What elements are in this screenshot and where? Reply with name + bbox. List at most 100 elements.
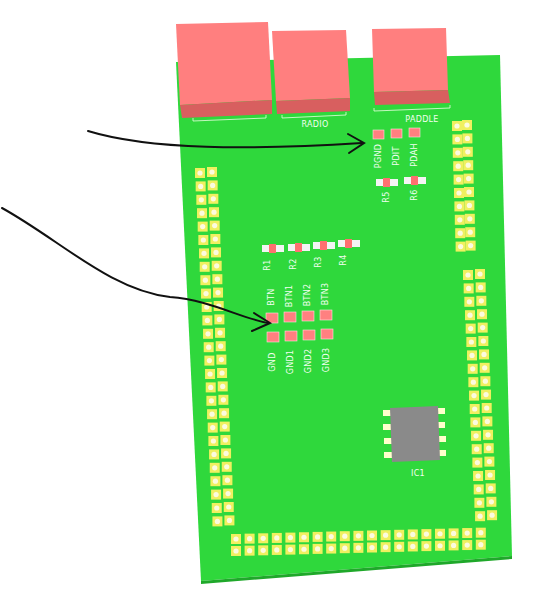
pin-hole (208, 385, 213, 390)
pin-hole (397, 544, 402, 549)
header-pin (452, 134, 462, 144)
header-pin (218, 395, 228, 405)
pin-hole (476, 487, 481, 492)
pin-hole (205, 331, 210, 336)
pin-hole (469, 339, 474, 344)
header-pin (210, 221, 220, 231)
pin-hole (210, 183, 215, 188)
silkscreen-outline (282, 112, 346, 118)
header-pin (210, 234, 220, 244)
header-pin (200, 262, 210, 272)
header-pin (479, 349, 489, 359)
header-pin (381, 530, 391, 540)
pin-hole (468, 243, 473, 248)
pin-hole (397, 532, 402, 537)
header-pin (476, 528, 486, 538)
pin-hole (424, 544, 429, 549)
header-pin (470, 404, 480, 414)
pin-hole (451, 531, 456, 536)
header-pin (394, 530, 404, 540)
pin-hole (198, 184, 203, 189)
pin-hole (469, 353, 474, 358)
pin-hole (301, 547, 306, 552)
header-pin (215, 328, 225, 338)
pin-hole (201, 251, 206, 256)
pin-hole (470, 366, 475, 371)
header-pin (476, 282, 486, 292)
header-pin (258, 545, 268, 555)
pin-hole (458, 244, 463, 249)
pin-hole (247, 548, 252, 553)
pin-hole (342, 546, 347, 551)
resistor-symbol (262, 176, 426, 253)
header-pin (212, 274, 222, 284)
pin-hole (466, 286, 471, 291)
header-pin (285, 545, 295, 555)
pin-hole (482, 365, 487, 370)
header-pin (221, 448, 231, 458)
pin-hole (301, 535, 306, 540)
pin-hole (221, 397, 226, 402)
pin-hole (467, 313, 472, 318)
pin-hole (410, 532, 415, 537)
header-pin (480, 376, 490, 386)
header-pin (223, 489, 233, 499)
header-pin (454, 201, 464, 211)
pin-hole (467, 203, 472, 208)
header-pin (208, 180, 218, 190)
pin-hole (468, 230, 473, 235)
pin-label: R6 (411, 189, 419, 200)
pin-hole (458, 231, 463, 236)
header-pin (464, 297, 474, 307)
header-pin (195, 168, 205, 178)
pin-hole (209, 169, 214, 174)
pin-hole (464, 122, 469, 127)
header-pin (313, 532, 323, 542)
pin-hole (218, 344, 223, 349)
pin-hole (213, 492, 218, 497)
part-label: IC1 (411, 470, 425, 478)
header-pin (463, 270, 473, 280)
pin-hole (451, 543, 456, 548)
header-pin (219, 408, 229, 418)
pin-hole (202, 264, 207, 269)
pad (266, 310, 333, 342)
header-pin (367, 543, 377, 553)
header-pin (462, 540, 472, 550)
pin-hole (489, 513, 494, 518)
header-pin (485, 470, 495, 480)
header-pin (449, 540, 459, 550)
header-pin (480, 363, 490, 373)
header-pin (408, 529, 418, 539)
header-pin (199, 248, 209, 258)
pin-hole (481, 338, 486, 343)
pin-hole (207, 358, 212, 363)
pad (409, 128, 420, 137)
header-pin (474, 484, 484, 494)
pin-hole (217, 330, 222, 335)
header-pin (207, 167, 217, 177)
pin-hole (454, 123, 459, 128)
pin-hole (315, 534, 320, 539)
pin-hole (215, 277, 220, 282)
pin-hole (437, 531, 442, 536)
header-pin (367, 531, 377, 541)
pin-hole (485, 419, 490, 424)
pin-hole (274, 547, 279, 552)
header-pin (381, 542, 391, 552)
header-pin (468, 377, 478, 387)
pin-hole (473, 433, 478, 438)
header-pin (216, 341, 226, 351)
header-pin (466, 241, 476, 251)
pin-hole (215, 290, 220, 295)
connector (372, 28, 448, 92)
header-pin (475, 269, 485, 279)
header-pin (217, 368, 227, 378)
header-pin (454, 175, 464, 185)
pin-hole (329, 546, 334, 551)
header-pin (473, 471, 483, 481)
header-pin (299, 544, 309, 554)
header-pin (462, 133, 472, 143)
header-pin (455, 215, 465, 225)
pin-hole (483, 392, 488, 397)
